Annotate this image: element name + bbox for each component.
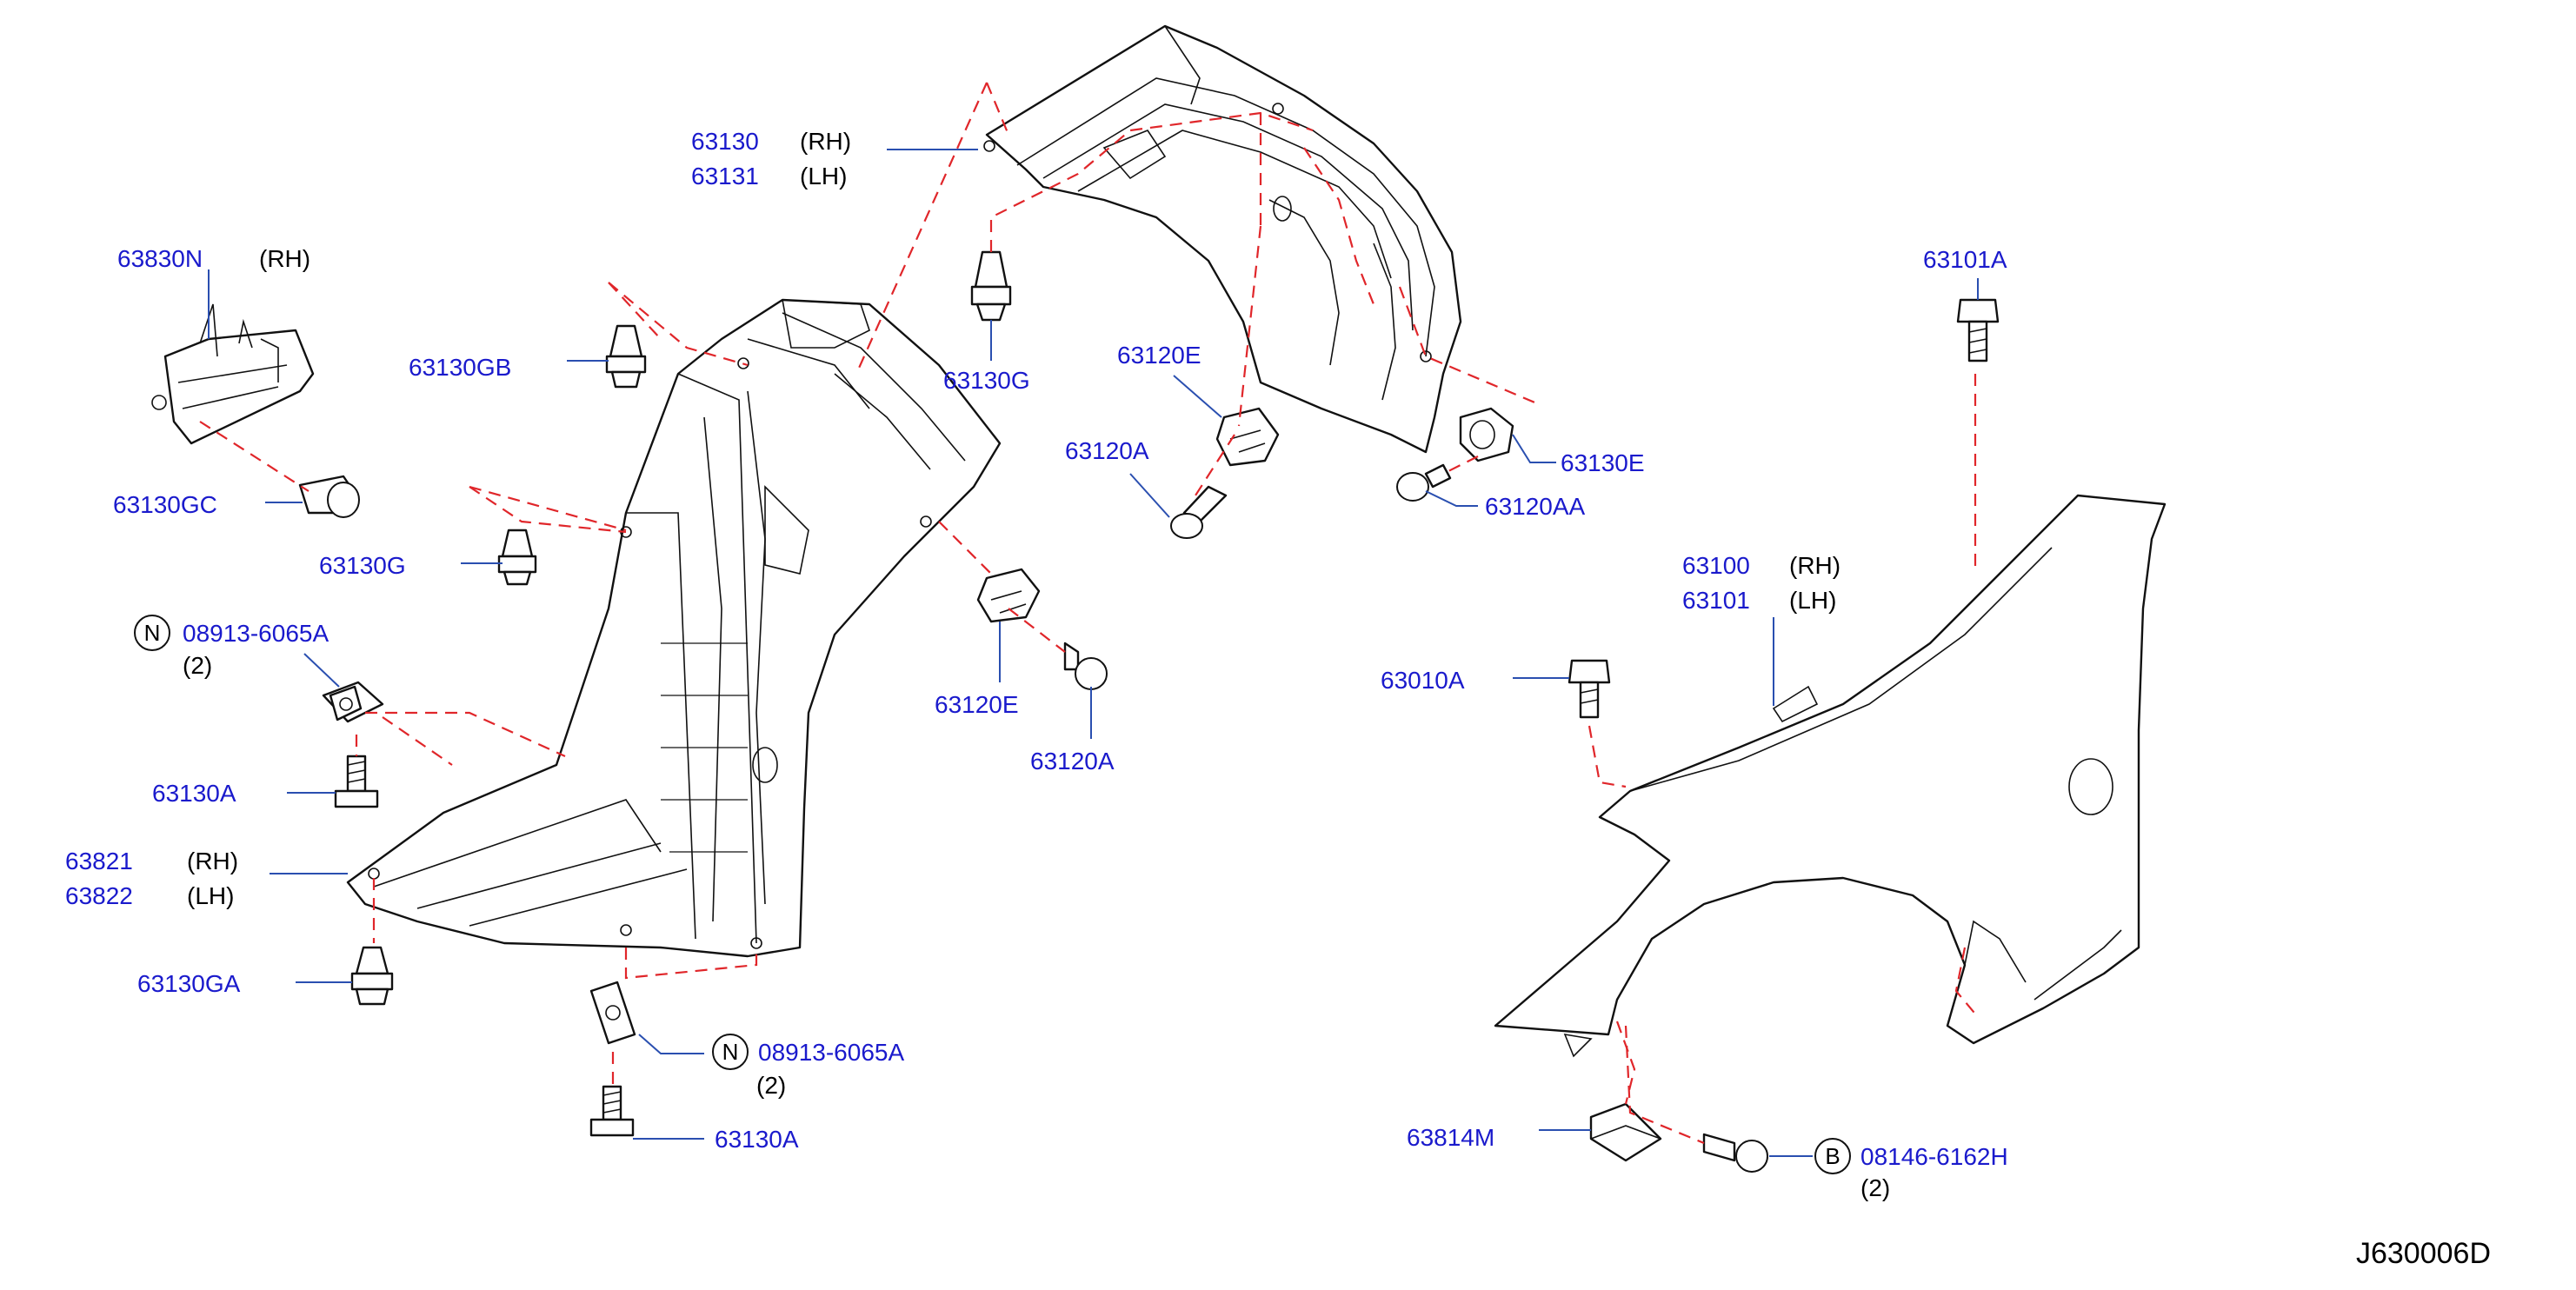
callout-part-number: 08146-6162H	[1860, 1143, 2008, 1170]
callout-suffix: (RH)	[259, 245, 310, 272]
badge-b: B	[1814, 1138, 1851, 1174]
callout-part-number: 08913-6065A	[183, 620, 329, 647]
callout-part-number: 63130A	[715, 1126, 799, 1153]
callout-part-number: 63130G	[319, 552, 406, 579]
badge-n-1-text: N	[144, 620, 161, 646]
callout-labels: 63130 (RH) 63131 (LH) 63830N (RH) 63130G…	[65, 128, 2008, 1201]
callout-suffix: (LH)	[1789, 587, 1836, 614]
callout-part-number: 63120E	[1117, 342, 1201, 369]
callout-part-number: 63010A	[1381, 667, 1465, 694]
callout-part-number: 63822	[65, 882, 133, 909]
assembly-lines	[199, 82, 1979, 1145]
callout-part-number: 63120E	[935, 691, 1019, 718]
callout-suffix: (2)	[756, 1072, 786, 1099]
callout-suffix: (2)	[183, 652, 212, 679]
badge-b-text: B	[1825, 1143, 1840, 1169]
callout-suffix: (RH)	[187, 848, 238, 874]
leader-lines	[208, 149, 1979, 1157]
rear-fender-liner-part	[983, 24, 1462, 454]
callout-suffix: (2)	[1860, 1174, 1890, 1201]
callout-part-number: 63100	[1682, 552, 1750, 579]
callout-part-number: 63130GB	[409, 354, 511, 381]
callout-suffix: (LH)	[800, 163, 847, 190]
callout-part-number: 63120A	[1065, 437, 1149, 464]
diagram-code: J630006D	[2356, 1237, 2491, 1270]
callout-part-number: 63130GC	[113, 491, 217, 518]
callout-part-number: 63101	[1682, 587, 1750, 614]
callout-part-number: 63131	[691, 163, 759, 190]
callout-part-number: 63130A	[152, 780, 236, 807]
badge-n-2: N	[712, 1034, 749, 1070]
callout-part-number: 63821	[65, 848, 133, 874]
callout-part-number: 63120AA	[1485, 493, 1586, 520]
callout-part-number: 63130G	[943, 367, 1030, 394]
front-fender-liner-part	[346, 298, 1002, 958]
callout-suffix: (LH)	[187, 882, 234, 909]
callout-part-number: 63814M	[1407, 1124, 1494, 1151]
callout-part-number: 08913-6065A	[758, 1039, 904, 1066]
callout-suffix: (RH)	[1789, 552, 1840, 579]
callout-part-number: 63830N	[117, 245, 203, 272]
callout-part-number: 63130E	[1561, 449, 1645, 476]
callout-part-number: 63120A	[1030, 748, 1115, 775]
callout-part-number: 63101A	[1923, 246, 2007, 273]
fastener-parts	[298, 250, 2000, 1173]
callout-part-number: 63130GA	[137, 970, 241, 997]
badge-n-1: N	[134, 615, 170, 651]
bracket-63830n-part	[151, 303, 315, 445]
callout-suffix: (RH)	[800, 128, 851, 155]
badge-n-2-text: N	[722, 1039, 739, 1065]
front-fender-panel-part	[1494, 494, 2167, 1058]
callout-part-number: 63130	[691, 128, 759, 155]
